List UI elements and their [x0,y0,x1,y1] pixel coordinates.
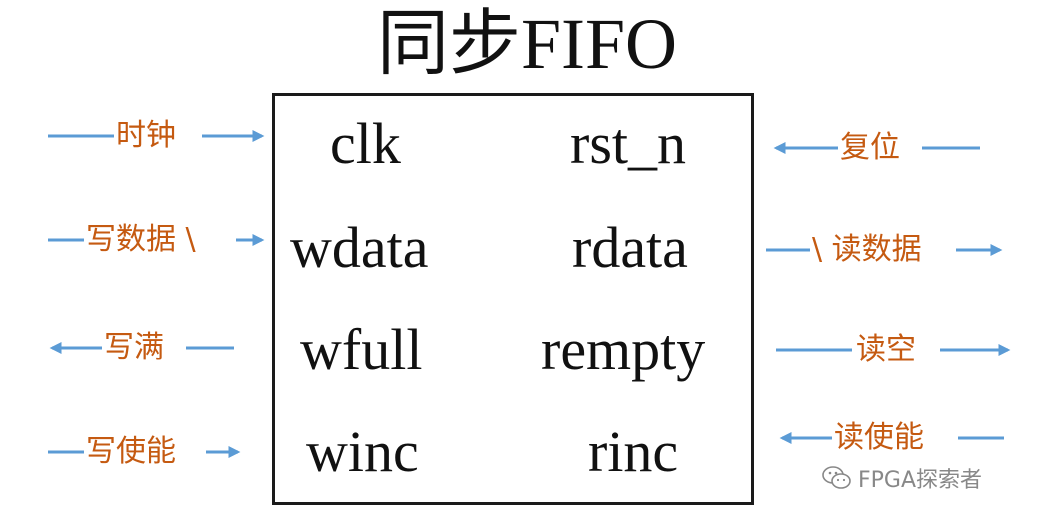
port-rempty: rempty [541,317,706,382]
label-read-enable: 读使能 [834,420,924,455]
port-rst-n: rst_n [570,111,686,176]
fifo-block [272,93,754,505]
watermark-text: FPGA探索者 [858,468,983,493]
wechat-icon [822,466,851,489]
port-wfull: wfull [300,317,423,382]
diagram-title: 同步FIFO [376,4,678,84]
port-wdata: wdata [290,215,429,280]
port-rdata: rdata [572,215,688,280]
label-read-empty: 读空 [856,332,916,367]
port-rinc: rinc [588,419,679,484]
label-clock: 时钟 [116,118,176,153]
label-write-enable: 写使能 [86,434,176,469]
watermark: FPGA探索者 [822,462,982,494]
port-clk: clk [330,111,401,176]
label-reset: 复位 [840,130,900,165]
label-write-full: 写满 [104,330,164,365]
port-winc: winc [306,419,419,484]
label-write-data: 写数据 \ [86,222,196,257]
label-read-data: \ 读数据 [812,232,922,267]
